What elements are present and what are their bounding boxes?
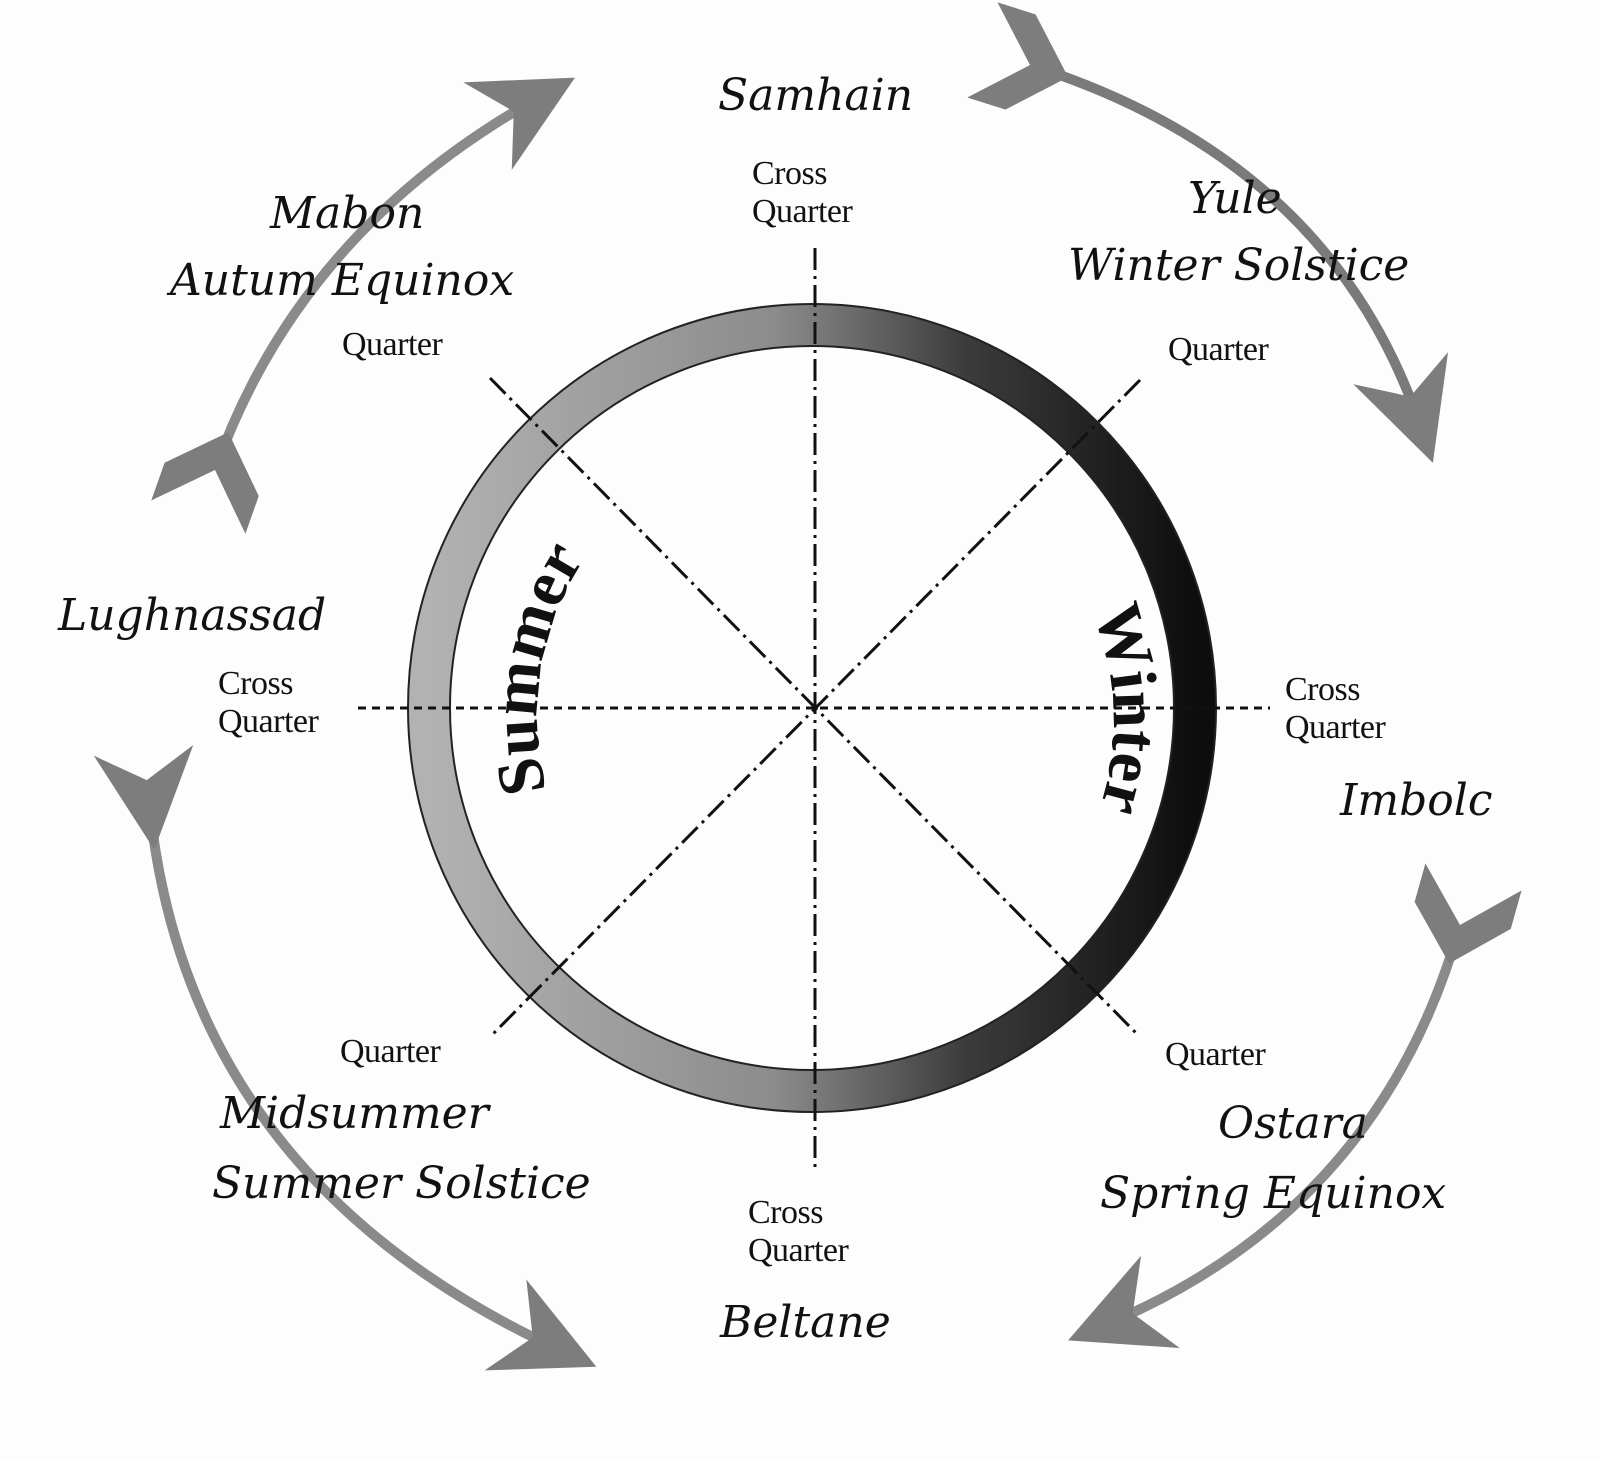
festival-ostara: Ostara — [1218, 1098, 1368, 1149]
festival-summer-solstice: Summer Solstice — [212, 1158, 591, 1209]
festival-imbolc: Imbolc — [1339, 775, 1492, 826]
festival-mabon: Mabon — [269, 188, 424, 239]
festival-samhain: Samhain — [718, 70, 913, 121]
quarter-label-top: Quarter — [752, 193, 854, 230]
marker-labels: Cross Quarter Quarter Quarter Cross Quar… — [218, 155, 1387, 1269]
festival-yule: Yule — [1188, 173, 1282, 224]
quarter-label-top-left: Quarter — [342, 326, 444, 363]
festival-beltane: Beltane — [719, 1297, 891, 1348]
division-lines — [358, 248, 1270, 1170]
quarter-label-bottom-left: Quarter — [340, 1033, 442, 1070]
diagonal-line-tr-bl — [490, 378, 1142, 1037]
diagonal-line-tl-br — [488, 376, 1140, 1037]
cross-label-right: Cross — [1285, 671, 1360, 708]
cross-label-left: Cross — [218, 665, 293, 702]
quarter-label-bottom-right: Quarter — [1165, 1036, 1267, 1073]
cycle-arrows — [93, 2, 1522, 1371]
festival-midsummer: Midsummer — [219, 1088, 492, 1139]
quarter-label-left: Quarter — [218, 703, 320, 740]
festival-labels: Samhain Yule Winter Solstice Imbolc Osta… — [57, 70, 1492, 1348]
festival-winter-solstice: Winter Solstice — [1068, 240, 1409, 291]
cross-label-top: Cross — [752, 155, 827, 192]
arrow-bottom-left — [93, 744, 597, 1371]
season-summer: Summer — [478, 529, 597, 802]
cross-label-bottom: Cross — [748, 1194, 823, 1231]
arrow-bottom-right — [1068, 863, 1522, 1348]
quarter-label-right: Quarter — [1285, 709, 1387, 746]
festival-spring-equinox: Spring Equinox — [1100, 1168, 1446, 1219]
quarter-label-bottom: Quarter — [748, 1232, 850, 1269]
arrow-top-left — [151, 77, 575, 534]
arrow-top-right — [967, 2, 1449, 463]
festival-autumn-equinox: Autum Equinox — [166, 255, 514, 306]
quarter-label-top-right: Quarter — [1168, 331, 1270, 368]
festival-lughnassad: Lughnassad — [57, 590, 326, 641]
